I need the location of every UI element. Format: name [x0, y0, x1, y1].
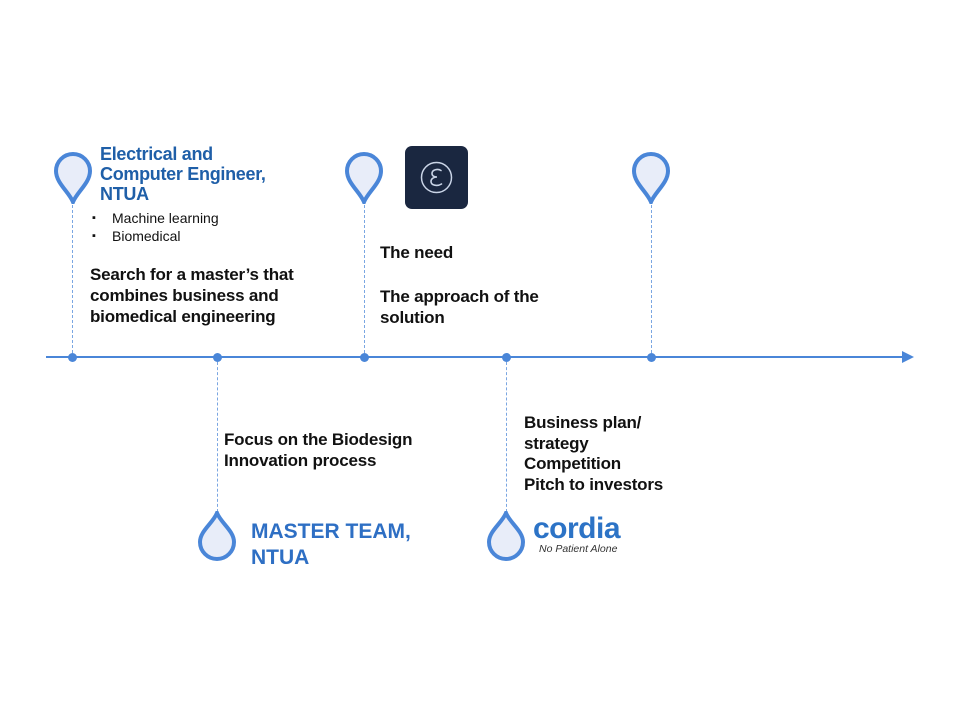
text-line: Focus on the Biodesign: [224, 430, 413, 449]
drop-marker-icon: [486, 511, 526, 561]
epsilon-glyph-icon: [420, 161, 453, 194]
cordia-logo: cordia: [533, 512, 621, 545]
timeline-arrow-icon: [902, 351, 914, 363]
text-line: biomedical engineering: [90, 307, 276, 326]
milestone-1-title-line: Computer Engineer,: [100, 164, 266, 184]
milestone-3-approach: The approach of the solution: [380, 286, 620, 328]
drop-marker-icon: [197, 511, 237, 561]
text-line: Business plan/: [524, 413, 642, 432]
connector-1: [72, 200, 73, 353]
connector-4: [506, 362, 507, 512]
text-line: The approach of the: [380, 287, 539, 306]
timeline-dot-1: [68, 353, 77, 362]
connector-2: [217, 362, 218, 512]
milestone-1-title-line: Electrical and: [100, 144, 213, 164]
timeline-axis: [46, 356, 904, 358]
milestone-4-text: Business plan/ strategy Competition Pitc…: [524, 413, 764, 495]
timeline-dot-4: [502, 353, 511, 362]
timeline-dot-5: [647, 353, 656, 362]
master-team-logo: MASTER TEAM, NTUA: [251, 519, 471, 571]
milestone-1-bullets: Machine learning Biomedical: [90, 209, 219, 245]
milestone-1-title-line: NTUA: [100, 184, 149, 204]
text-line: Search for a master’s that: [90, 265, 294, 284]
location-pin-icon: [53, 152, 93, 204]
text-line: Competition: [524, 454, 621, 473]
location-pin-icon: [631, 152, 671, 204]
logo-line: NTUA: [251, 546, 310, 569]
timeline-dot-3: [360, 353, 369, 362]
text-line: strategy: [524, 433, 589, 453]
connector-3: [364, 200, 365, 353]
milestone-3-need: The need: [380, 243, 454, 262]
timeline-dot-2: [213, 353, 222, 362]
list-item: Biomedical: [92, 227, 219, 245]
text-line: combines business and: [90, 286, 279, 305]
text-line: Pitch to investors: [524, 474, 664, 494]
text-line: solution: [380, 308, 445, 327]
milestone-2-text: Focus on the Biodesign Innovation proces…: [224, 429, 484, 471]
milestone-1-text: Search for a master’s that combines busi…: [90, 264, 360, 327]
connector-5: [651, 200, 652, 353]
cordia-tagline: No Patient Alone: [539, 543, 618, 555]
milestone-1-title: Electrical and Computer Engineer, NTUA: [100, 144, 340, 204]
location-pin-icon: [344, 152, 384, 204]
list-item: Machine learning: [92, 209, 219, 227]
logo-line: MASTER TEAM,: [251, 520, 411, 543]
text-line: Innovation process: [224, 451, 377, 470]
epsilon-app-icon: [405, 146, 468, 209]
